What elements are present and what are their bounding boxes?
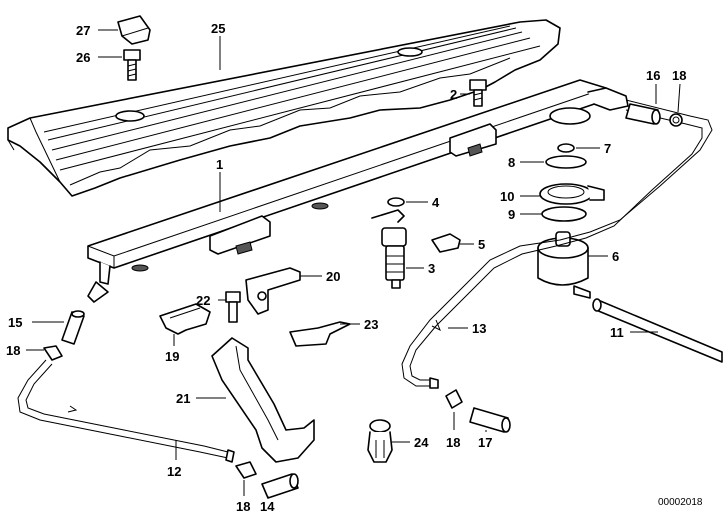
callout-5: 5	[478, 237, 485, 252]
callout-18-mid: 18	[446, 435, 460, 450]
callout-18-bottom: 18	[236, 499, 250, 514]
callout-22: 22	[196, 293, 210, 308]
hose-11	[592, 298, 723, 363]
leader-lines	[26, 29, 681, 498]
callout-21: 21	[176, 391, 190, 406]
callout-24: 24	[414, 435, 429, 450]
callout-labels: 27 26 25 2 16 18 1 8 7 4 10 9 6 5 3 20 2…	[6, 21, 686, 514]
callout-1: 1	[216, 157, 223, 172]
bracket-20	[245, 267, 301, 315]
callout-11: 11	[610, 325, 624, 340]
diagram-code: 00002018	[658, 497, 703, 508]
bolt-26	[123, 49, 141, 81]
injector-3	[371, 209, 407, 289]
hose-15	[61, 310, 85, 345]
callout-8: 8	[508, 155, 515, 170]
hose-14	[261, 473, 299, 499]
hose-17	[469, 407, 511, 433]
ring-7	[557, 143, 575, 153]
callout-9: 9	[508, 207, 515, 222]
fuel-line-12	[17, 281, 235, 463]
callout-27: 27	[76, 23, 90, 38]
bolt-22	[225, 291, 241, 323]
callout-14: 14	[260, 499, 275, 514]
callout-25: 25	[211, 21, 225, 36]
hose-16	[625, 103, 661, 125]
fuel-line-13	[401, 99, 713, 389]
callout-4: 4	[432, 195, 440, 210]
callout-19: 19	[165, 349, 179, 364]
clamp-18-bottom-mid	[445, 389, 463, 409]
callout-12: 12	[167, 464, 181, 479]
callout-18-top: 18	[672, 68, 686, 83]
callout-23: 23	[364, 317, 378, 332]
clamp-18-left	[43, 345, 63, 361]
callout-13: 13	[472, 321, 486, 336]
callout-18-left: 18	[6, 343, 20, 358]
clip-part	[117, 15, 151, 45]
callout-6: 6	[612, 249, 619, 264]
callout-10: 10	[500, 189, 514, 204]
rocker-cover	[7, 19, 561, 197]
clip-5	[431, 233, 461, 253]
callout-7: 7	[604, 141, 611, 156]
clamp-19	[159, 303, 211, 335]
clamp-ring-10	[539, 183, 605, 205]
ring-8	[545, 155, 587, 169]
plate-23	[289, 321, 351, 347]
callout-20: 20	[326, 269, 340, 284]
ring-9	[541, 206, 587, 222]
seal-4	[387, 197, 405, 207]
callout-26: 26	[76, 50, 90, 65]
callout-16: 16	[646, 68, 660, 83]
callout-17: 17	[478, 435, 492, 450]
fuel-rail	[87, 79, 629, 285]
clamp-18-bottom-left	[235, 461, 257, 479]
bolt-2	[469, 79, 487, 107]
callout-2: 2	[450, 87, 457, 102]
rivet-24	[367, 419, 393, 463]
callout-3: 3	[428, 261, 435, 276]
callout-15: 15	[8, 315, 22, 330]
pressure-regulator-6	[537, 231, 591, 299]
clamp-18-top	[669, 113, 683, 127]
support-21	[211, 337, 315, 463]
